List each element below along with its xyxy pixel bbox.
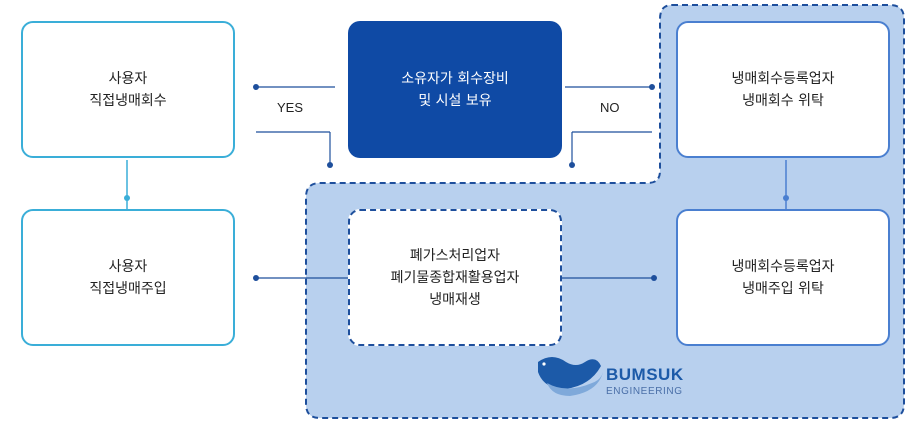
owner-question-line1: 소유자가 회수장비 xyxy=(401,70,509,87)
consign-recovery-line2: 냉매회수 위탁 xyxy=(742,92,824,109)
user-vertical-dot xyxy=(124,195,130,201)
no-dot-drop xyxy=(569,162,575,168)
owner-equipment-question-box: 소유자가 회수장비 및 시설 보유 xyxy=(348,21,562,158)
user-recovery-line2: 직접냉매회수 xyxy=(89,92,167,109)
consign-injection-box: 냉매회수등록업자 냉매주입 위탁 xyxy=(676,209,890,346)
recycler-line2: 폐기물종합재활용업자 xyxy=(390,269,520,286)
recycler-right-dot xyxy=(651,275,657,281)
yes-dot-drop xyxy=(327,162,333,168)
consign-recovery-line1: 냉매회수등록업자 xyxy=(731,70,835,87)
user-injection-line2: 직접냉매주입 xyxy=(89,280,167,297)
recycler-line3: 냉매재생 xyxy=(429,291,481,308)
logo-name: BUMSUK xyxy=(606,365,684,384)
consign-injection-line1: 냉매회수등록업자 xyxy=(731,258,835,275)
recycler-box: 폐가스처리업자 폐기물종합재활용업자 냉매재생 xyxy=(348,209,562,346)
consign-vertical-dot xyxy=(783,195,789,201)
yes-label: YES xyxy=(277,100,304,115)
user-direct-recovery-box: 사용자 직접냉매회수 xyxy=(21,21,235,158)
no-dot-right xyxy=(649,84,655,90)
user-injection-line1: 사용자 xyxy=(108,258,148,275)
no-label: NO xyxy=(600,100,620,115)
consign-injection-line2: 냉매주입 위탁 xyxy=(742,280,824,297)
bumsuk-bird-logo xyxy=(538,357,603,396)
logo-subtitle: ENGINEERING xyxy=(606,386,683,397)
user-direct-injection-box: 사용자 직접냉매주입 xyxy=(21,209,235,346)
recycler-left-dot xyxy=(253,275,259,281)
owner-question-line2: 및 시설 보유 xyxy=(418,92,492,109)
user-recovery-line1: 사용자 xyxy=(108,70,148,87)
consign-recovery-box: 냉매회수등록업자 냉매회수 위탁 xyxy=(676,21,890,158)
recycler-line1: 폐가스처리업자 xyxy=(409,247,501,264)
yes-dot-left xyxy=(253,84,259,90)
